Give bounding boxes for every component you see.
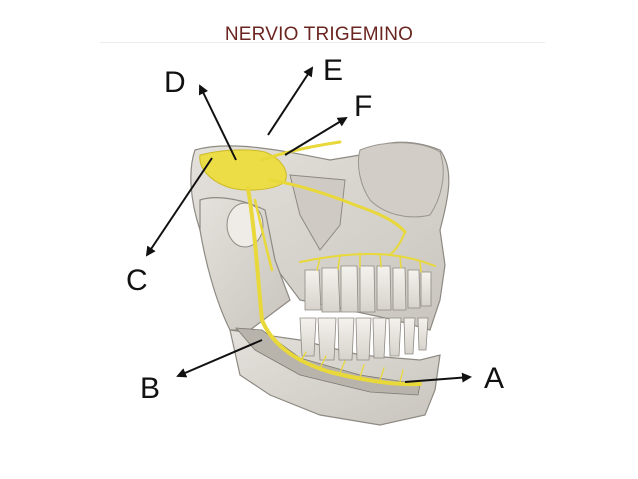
label-d: D — [164, 66, 186, 99]
structure-labels: A B C D E F — [126, 54, 504, 405]
lower-teeth — [299, 317, 429, 361]
title-divider — [100, 42, 545, 43]
upper-teeth — [304, 265, 432, 313]
ophthalmic-division — [260, 140, 342, 162]
mandibular-division — [246, 186, 422, 387]
trigeminal-nerve-branches — [199, 140, 436, 387]
arrow-c — [145, 157, 213, 257]
arrow-a — [404, 372, 472, 383]
page-title: NERVIO TRIGEMINO — [224, 24, 414, 45]
pointer-arrows — [145, 66, 472, 383]
label-c: C — [126, 264, 148, 297]
arrow-f — [284, 116, 348, 156]
skull-illustration — [190, 140, 450, 426]
label-a: A — [484, 362, 504, 395]
pterygoid-plate — [289, 174, 346, 251]
maxillary-division — [268, 178, 407, 234]
label-f: F — [354, 90, 372, 123]
label-e: E — [323, 54, 343, 87]
arrow-d — [199, 84, 237, 161]
arrow-e — [267, 66, 314, 136]
arrow-b — [176, 339, 263, 378]
lingual-nerve — [253, 198, 274, 272]
orbit-region — [357, 142, 444, 218]
label-b: B — [140, 372, 160, 405]
